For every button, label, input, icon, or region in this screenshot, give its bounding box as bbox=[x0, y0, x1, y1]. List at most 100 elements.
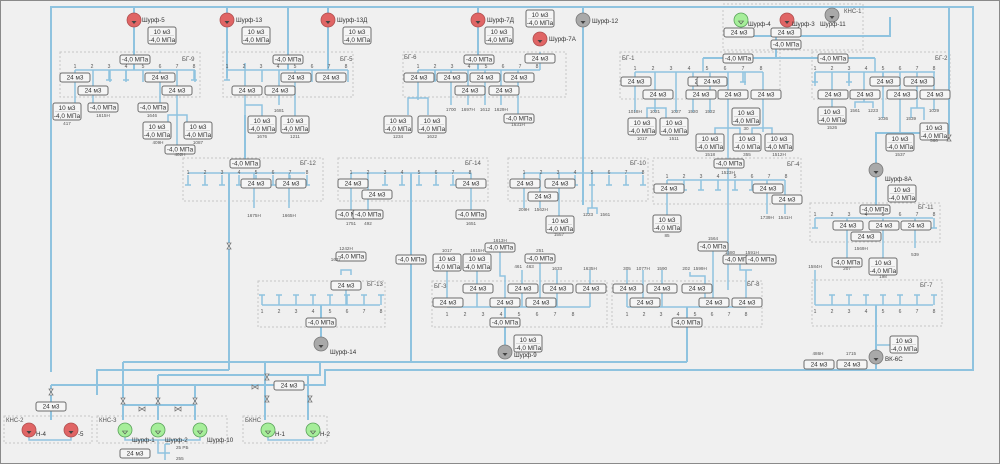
well-meter-box[interactable]: 10 м3-4,0 МПа bbox=[342, 26, 372, 45]
pressure-box[interactable]: -4,0 МПа bbox=[352, 209, 384, 220]
pressure-box[interactable]: -4,0 МПа bbox=[697, 241, 729, 252]
pump-icon[interactable] bbox=[470, 12, 486, 28]
well-meter-box[interactable]: 10 м3-4,0 МПа bbox=[732, 133, 762, 152]
tank-volume-box[interactable]: 24 м3 bbox=[488, 85, 520, 96]
tank-volume-box[interactable]: 24 м3 bbox=[850, 231, 882, 242]
well-meter-box[interactable]: 10 м3-4,0 МПа bbox=[652, 214, 682, 233]
well-meter-box[interactable]: 10 м3-4,0 МПа bbox=[417, 115, 447, 134]
pump-p7d[interactable]: Шурф-7Д bbox=[470, 12, 515, 28]
valve-icon[interactable] bbox=[264, 395, 270, 403]
pump-icon[interactable] bbox=[868, 349, 884, 365]
tank-volume-box[interactable]: 24 м3 bbox=[653, 183, 685, 194]
tank-volume-box[interactable]: 24 м3 bbox=[455, 178, 487, 189]
pump-p12[interactable]: Шурф-12 bbox=[575, 12, 619, 28]
tank-volume-box[interactable]: 24 м3 bbox=[59, 72, 91, 83]
tank-volume-box[interactable]: 24 м3 bbox=[685, 89, 717, 100]
pressure-box[interactable]: -4,0 МПа bbox=[745, 254, 777, 265]
pressure-box[interactable]: -4,0 МПа bbox=[455, 209, 487, 220]
valve-icon[interactable] bbox=[174, 406, 182, 412]
well-meter-box[interactable]: 10 м3-4,0 МПа bbox=[545, 215, 575, 234]
pressure-box[interactable]: -4,0 МПа bbox=[119, 54, 151, 65]
valve-icon[interactable] bbox=[226, 242, 232, 250]
pressure-box[interactable]: -4,0 МПа bbox=[859, 204, 891, 215]
tank-volume-box[interactable]: 24 м3 bbox=[544, 178, 576, 189]
tank-volume-box[interactable]: 24 м3 bbox=[77, 85, 109, 96]
tank-volume-box[interactable]: 24 м3 bbox=[503, 72, 535, 83]
pressure-box[interactable]: -4,0 МПа bbox=[164, 144, 196, 155]
pump-s1[interactable]: Шурф-1 bbox=[117, 422, 155, 444]
tank-volume-box[interactable]: 24 м3 bbox=[642, 89, 674, 100]
tank-volume-box[interactable]: 24 м3 bbox=[723, 27, 755, 38]
tank-volume-box[interactable]: 24 м3 bbox=[731, 297, 763, 308]
valve-icon[interactable] bbox=[251, 384, 259, 390]
well-meter-box[interactable]: 10 м3-4,0 МПа bbox=[695, 133, 725, 152]
well-meter-box[interactable]: 10 м3-4,0 МПа bbox=[484, 26, 514, 45]
tank-volume-box[interactable]: 24 м3 bbox=[144, 72, 176, 83]
well-meter-box[interactable]: 10 м3-4,0 МПа bbox=[731, 107, 761, 126]
valve-icon[interactable] bbox=[192, 397, 198, 405]
valve-icon[interactable] bbox=[138, 406, 146, 412]
tank-volume-box[interactable]: 24 м3 bbox=[119, 448, 151, 459]
valve-icon[interactable] bbox=[264, 373, 270, 381]
tank-volume-box[interactable]: 24 м3 bbox=[337, 178, 369, 189]
tank-volume-box[interactable]: 24 м3 bbox=[527, 191, 559, 202]
pump-icon[interactable] bbox=[21, 422, 37, 438]
pressure-box[interactable]: -4,0 МПа bbox=[463, 54, 495, 65]
well-meter-box[interactable]: 10 м3-4,0 МПа bbox=[659, 117, 689, 136]
well-meter-box[interactable]: 10 м3-4,0 МПа bbox=[513, 334, 543, 353]
pressure-box[interactable]: -4,0 МПа bbox=[671, 317, 703, 328]
well-meter-box[interactable]: 10 м3-4,0 МПа bbox=[247, 115, 277, 134]
pump-p4[interactable]: Шурф-4 bbox=[733, 12, 771, 28]
tank-volume-box[interactable]: 24 м3 bbox=[509, 178, 541, 189]
well-meter-box[interactable]: 10 м3-4,0 МПа bbox=[432, 253, 462, 272]
well-meter-box[interactable]: 10 м3-4,0 МПа bbox=[868, 257, 898, 276]
tank-volume-box[interactable]: 24 м3 bbox=[612, 283, 644, 294]
pump-s2[interactable]: Шурф-2 bbox=[150, 422, 188, 444]
tank-volume-box[interactable]: 24 м3 bbox=[280, 72, 312, 83]
tank-volume-box[interactable]: 24 м3 bbox=[620, 76, 652, 87]
valve-icon[interactable] bbox=[48, 388, 54, 396]
tank-volume-box[interactable]: 24 м3 bbox=[231, 85, 263, 96]
tank-volume-box[interactable]: 24 м3 bbox=[717, 89, 749, 100]
tank-volume-box[interactable]: 24 м3 bbox=[832, 220, 864, 231]
tank-volume-box[interactable]: 24 м3 bbox=[886, 89, 918, 100]
pressure-box[interactable]: -4,0 МПа bbox=[137, 102, 169, 113]
pump-p14[interactable]: Шурф-14 bbox=[313, 336, 357, 356]
tank-volume-box[interactable]: 24 м3 bbox=[770, 27, 802, 38]
pump-p9[interactable]: Шурф-9 bbox=[497, 344, 537, 360]
pressure-box[interactable]: -4,0 МПа bbox=[489, 317, 521, 328]
well-meter-box[interactable]: 10 м3-4,0 МПа bbox=[887, 184, 917, 203]
tank-volume-box[interactable]: 24 м3 bbox=[575, 283, 607, 294]
well-meter-box[interactable]: 10 м3-4,0 МПа bbox=[241, 26, 271, 45]
well-meter-box[interactable]: 10 м3-4,0 МПа bbox=[383, 115, 413, 134]
tank-volume-box[interactable]: 24 м3 bbox=[264, 85, 296, 96]
pump-icon[interactable] bbox=[733, 12, 749, 28]
tank-volume-box[interactable]: 24 м3 bbox=[524, 53, 556, 64]
tank-volume-box[interactable]: 24 м3 bbox=[868, 220, 900, 231]
pump-s10[interactable]: Шурф-10 bbox=[192, 422, 234, 444]
pump-icon[interactable] bbox=[779, 12, 795, 28]
pressure-box[interactable]: -4,0 МПа bbox=[817, 53, 849, 64]
tank-volume-box[interactable]: 24 м3 bbox=[432, 297, 464, 308]
pressure-box[interactable]: -4,0 МПа bbox=[335, 251, 367, 262]
pump-icon[interactable] bbox=[117, 422, 133, 438]
tank-volume-box[interactable]: 24 м3 bbox=[469, 72, 501, 83]
tank-volume-box[interactable]: 24 м3 bbox=[849, 89, 881, 100]
pump-icon[interactable] bbox=[63, 422, 79, 438]
pressure-box[interactable]: -4,0 МПа bbox=[272, 54, 304, 65]
tank-volume-box[interactable]: 24 м3 bbox=[315, 72, 347, 83]
well-meter-box[interactable]: 10 м3-4,0 МПа bbox=[764, 133, 794, 152]
valve-icon[interactable] bbox=[155, 397, 161, 405]
tank-volume-box[interactable]: 24 м3 bbox=[698, 297, 730, 308]
tank-volume-box[interactable]: 24 м3 bbox=[903, 76, 935, 87]
tank-volume-box[interactable]: 24 м3 bbox=[525, 297, 557, 308]
tank-volume-box[interactable]: 24 м3 bbox=[646, 283, 678, 294]
well-meter-box[interactable]: 10 м3-4,0 МПа bbox=[462, 253, 492, 272]
well-meter-box[interactable]: 10 м3-4,0 МПа bbox=[142, 121, 172, 140]
pressure-box[interactable]: -4,0 МПа bbox=[305, 317, 337, 328]
pump-p5[interactable]: Шурф-5 bbox=[126, 12, 165, 28]
tank-volume-box[interactable]: 24 м3 bbox=[361, 189, 393, 200]
pressure-box[interactable]: -4,0 МПа bbox=[713, 158, 745, 169]
tank-volume-box[interactable]: 24 м3 bbox=[836, 359, 868, 370]
well-meter-box[interactable]: 10 м3-4,0 МПа bbox=[52, 102, 82, 121]
